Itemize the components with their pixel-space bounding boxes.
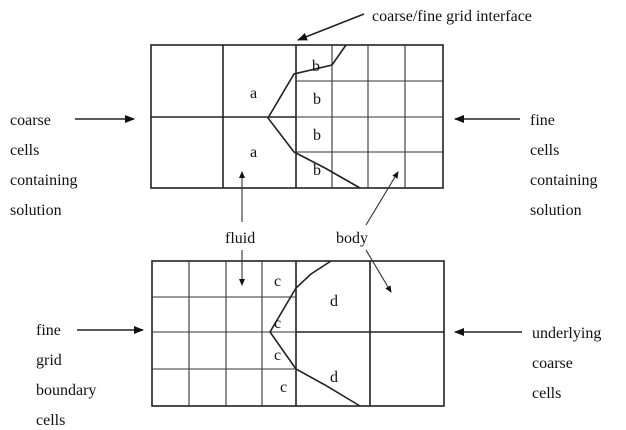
cell-label-b-1: b [312,58,320,75]
interface-arrow [297,13,365,41]
body-arrow-up [365,171,399,226]
cell-label-c-2: c [274,315,281,332]
cell-label-d-1: d [330,293,338,310]
svg-text:coarse: coarse [532,355,573,372]
svg-text:boundary: boundary [36,382,96,399]
svg-text:solution: solution [530,202,582,219]
cell-label-a-upper: a [250,85,257,102]
cell-label-b-3: b [313,127,321,144]
svg-text:grid: grid [36,352,62,369]
svg-text:cells: cells [530,142,559,159]
cell-label-c-3: c [274,347,281,364]
fluid-label: fluid [225,230,255,247]
svg-text:cells: cells [36,412,65,429]
body-arrow-down [365,249,392,293]
cell-label-b-4: b [313,162,321,179]
bottom-grid [151,260,445,407]
svg-text:underlying: underlying [532,325,601,342]
svg-text:containing: containing [10,172,78,189]
cell-label-c-4: c [280,379,287,396]
underlying-coarse-label: underlying coarse cells [532,325,601,402]
svg-text:fine: fine [530,112,555,129]
fine-boundary-label: fine grid boundary cells [36,322,96,429]
fine-solution-label: fine cells containing solution [530,112,598,219]
body-label: body [336,230,368,247]
cell-label-c-1: c [274,273,281,290]
body-boundary-bottom [269,260,361,407]
svg-text:coarse: coarse [10,112,51,129]
svg-text:fine: fine [36,322,61,339]
svg-text:cells: cells [532,385,561,402]
coarse-solution-label: coarse cells containing solution [10,112,78,219]
svg-text:cells: cells [10,142,39,159]
interface-label: coarse/fine grid interface [372,8,532,25]
cell-label-a-lower: a [250,144,257,161]
bottom-grid-frame [151,260,445,407]
body-boundary-top [267,44,361,189]
top-grid [150,44,444,189]
cell-label-d-2: d [330,369,338,386]
svg-text:containing: containing [530,172,598,189]
cell-label-b-2: b [313,91,321,108]
svg-text:solution: solution [10,202,62,219]
